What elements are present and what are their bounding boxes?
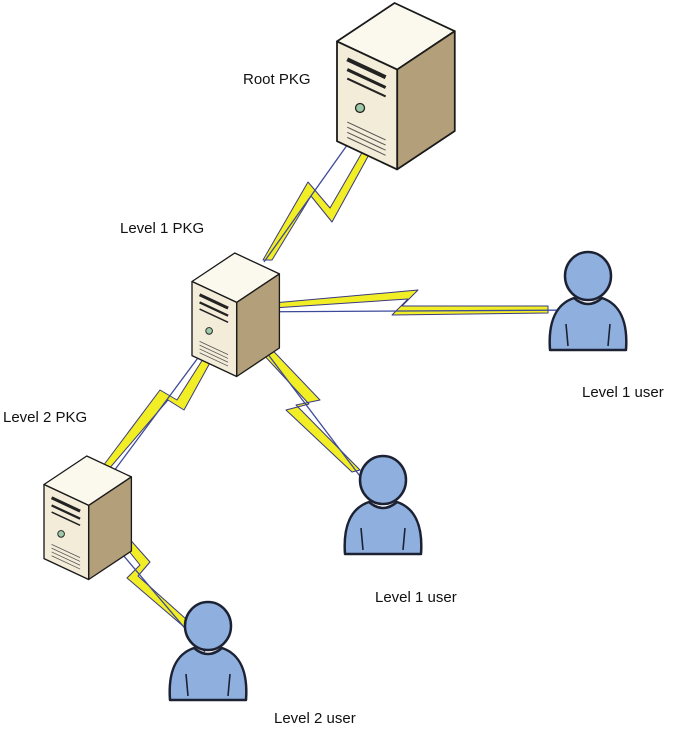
server-drive-slot <box>51 504 81 520</box>
server-drive-slot <box>346 68 387 89</box>
user-head <box>563 250 613 302</box>
server-vent <box>199 344 229 359</box>
server-icon <box>43 455 133 581</box>
user-head <box>183 600 233 652</box>
server-icon <box>191 252 281 378</box>
user-arm-line <box>402 527 406 551</box>
server-drive-slot <box>199 308 229 324</box>
server-vent <box>199 341 229 355</box>
server-vent <box>51 547 81 562</box>
server-vent <box>347 131 386 151</box>
server-icon <box>336 2 456 171</box>
root-pkg-label: Root PKG <box>243 71 311 88</box>
level2-pkg-label: Level 2 PKG <box>3 409 87 426</box>
link-level1-to-level2 <box>99 347 218 471</box>
user-arm-line <box>185 673 189 697</box>
level1-user-bottom-label: Level 1 user <box>375 589 457 606</box>
link-line-user-right <box>231 309 587 313</box>
server-drive-slot <box>346 77 387 98</box>
server-power-led <box>205 327 213 335</box>
user-body <box>548 296 628 352</box>
server-vent <box>199 348 229 363</box>
server-vent <box>51 551 81 566</box>
server-vent <box>347 121 386 141</box>
server-vent <box>347 126 386 146</box>
server-vent <box>51 544 81 558</box>
server-vent <box>199 352 229 367</box>
user-arm-line <box>607 323 611 347</box>
level1-user-right-label: Level 1 user <box>582 384 664 401</box>
server-power-led <box>354 102 366 114</box>
level1-pkg-label: Level 1 PKG <box>120 220 204 237</box>
server-drive-slot <box>50 496 81 513</box>
user-arm-line <box>565 323 569 347</box>
user-body <box>168 646 248 702</box>
server-drive-slot <box>199 301 229 317</box>
user-head <box>358 454 408 506</box>
server-drive-slot <box>198 293 229 310</box>
user-icon <box>343 454 423 556</box>
server-vent <box>51 555 81 570</box>
links <box>84 81 587 653</box>
user-arm-line <box>360 527 364 551</box>
user-icon <box>168 600 248 702</box>
link-level1-to-user-right <box>272 289 549 316</box>
level2-user-label: Level 2 user <box>274 710 356 727</box>
user-arm-line <box>227 673 231 697</box>
user-body <box>343 500 423 556</box>
server-drive-slot <box>51 511 81 527</box>
server-vent <box>347 136 386 156</box>
user-icon <box>548 250 628 352</box>
server-power-led <box>57 530 65 538</box>
server-drive-slot <box>346 57 387 80</box>
